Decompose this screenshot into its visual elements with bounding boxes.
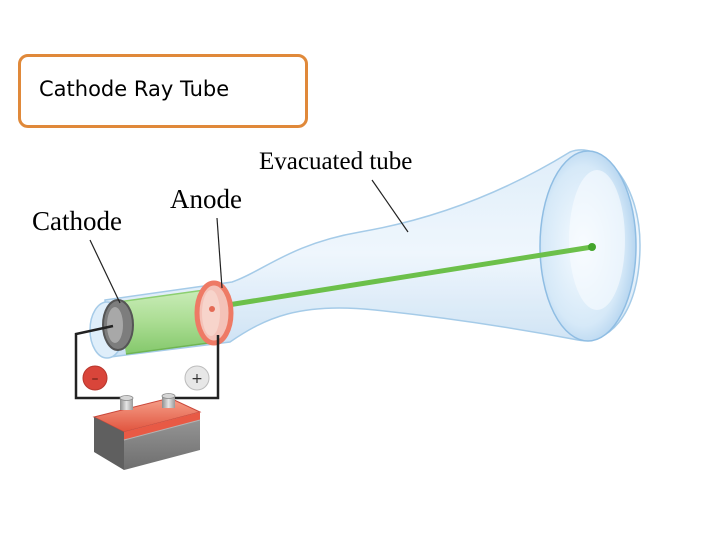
evacuated-tube-leader-line [371, 179, 409, 233]
battery-positive-terminal [161, 393, 176, 408]
positive-sign: + [191, 371, 203, 387]
cathode-label: Cathode [32, 206, 122, 236]
anode-aperture [209, 306, 215, 312]
diagram-title: Cathode Ray Tube [39, 77, 230, 101]
negative-terminal-marker [82, 365, 108, 391]
cathode-cylinder [118, 289, 216, 354]
battery-negative-terminal [119, 395, 134, 410]
evacuated-tube-label: Evacuated tube [259, 148, 413, 175]
positive-terminal-marker [184, 365, 210, 391]
cathode-leader-line [89, 239, 121, 304]
battery [92, 397, 202, 470]
beam-spot [588, 243, 596, 251]
title-box: Cathode Ray Tube [18, 54, 308, 128]
cathode-ray-beam [225, 244, 595, 308]
negative-sign: – [92, 371, 99, 387]
anode-label: Anode [170, 184, 242, 214]
anode-leader-line [216, 217, 223, 289]
